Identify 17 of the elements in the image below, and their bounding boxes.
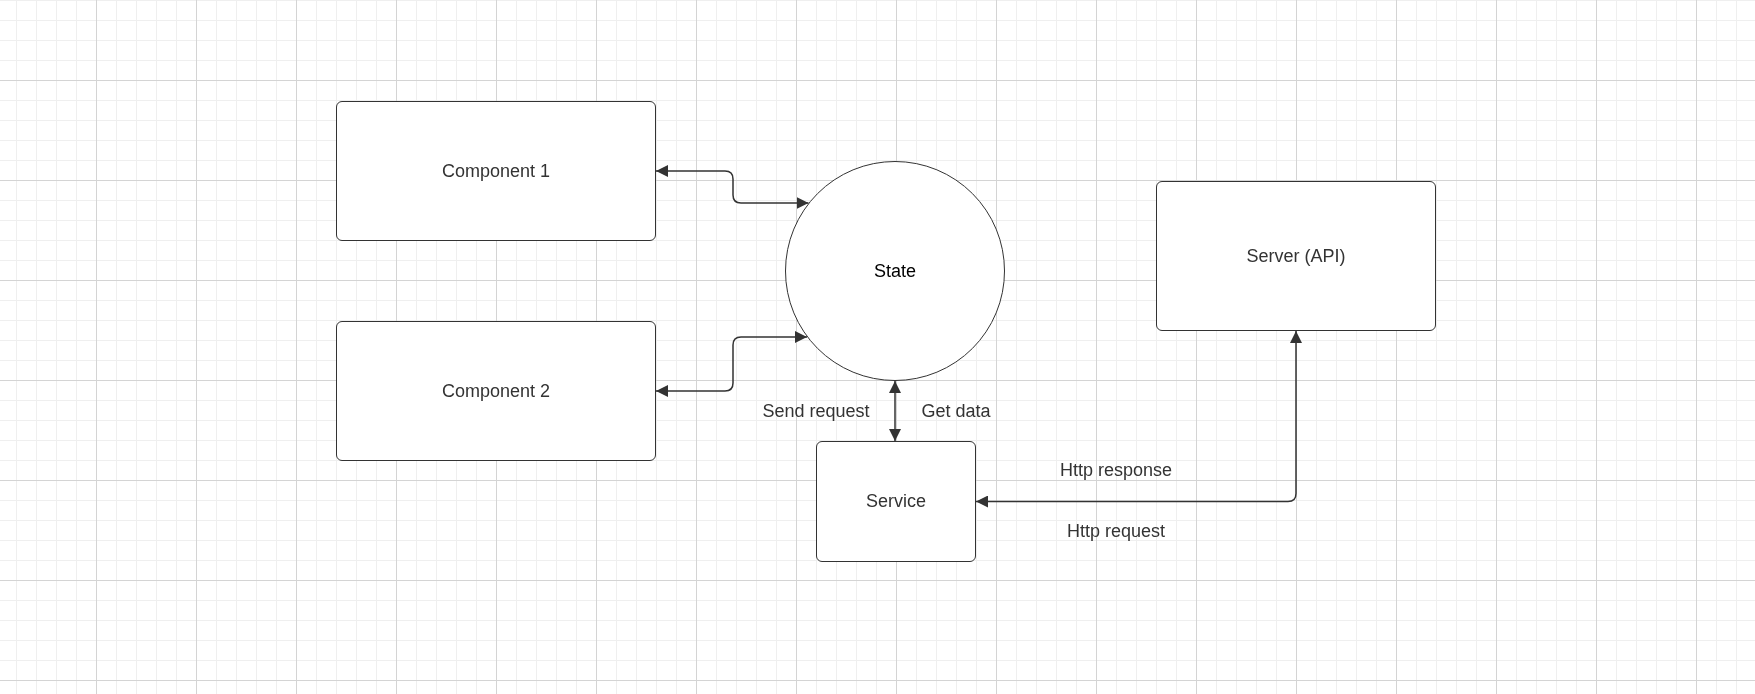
annotation-text: Http request bbox=[1066, 520, 1166, 542]
arrow bbox=[975, 330, 1302, 508]
arrow bbox=[655, 165, 810, 209]
node-label: Server (API) bbox=[1246, 245, 1346, 267]
annotation-text: Send request bbox=[762, 400, 870, 422]
arrow bbox=[889, 380, 901, 442]
process-box bbox=[336, 101, 656, 241]
annotation-text: Http response bbox=[1059, 459, 1173, 481]
node-label: State bbox=[874, 260, 916, 282]
node-label: Component 1 bbox=[441, 160, 551, 182]
process-box bbox=[1156, 181, 1436, 331]
node-label: Service bbox=[866, 491, 926, 512]
process-box bbox=[336, 321, 656, 461]
node-label: Component 2 bbox=[441, 380, 551, 402]
process-box bbox=[816, 441, 976, 562]
annotation-text: Get data bbox=[921, 400, 991, 422]
arrow bbox=[655, 331, 808, 397]
